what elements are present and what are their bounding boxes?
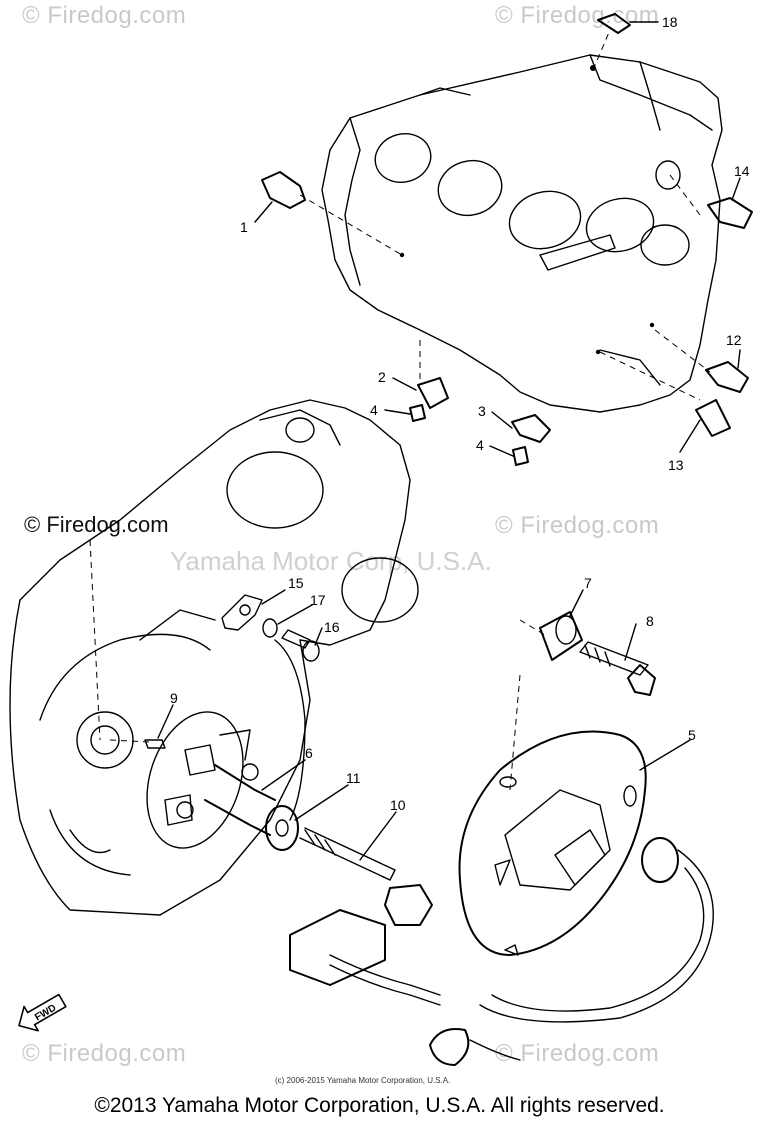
callout-numbers: 1 2 4 3 4 12 13 14 18 15 17 16 7 8 5 9 6…: [170, 14, 750, 813]
callout-7: 7: [584, 575, 592, 591]
callout-9: 9: [170, 690, 178, 706]
watermark: © Firedog.com: [495, 512, 660, 539]
alignment-lines: [89, 29, 711, 791]
callout-3: 3: [478, 403, 486, 419]
callout-1: 1: [240, 219, 248, 235]
callout-4b: 4: [476, 437, 484, 453]
fwd-label: FWD: [33, 1003, 58, 1024]
parts-diagram: 1 2 4 3 4 12 13 14 18 15 17 16 7 8 5 9 6…: [9, 13, 753, 1066]
callout-12: 12: [726, 332, 742, 348]
callout-2: 2: [378, 369, 386, 385]
crankcase-cover-outline: [9, 399, 419, 916]
collar-and-bolt: [539, 611, 656, 696]
callout-13: 13: [668, 457, 684, 473]
stator-plate: [289, 730, 714, 1066]
watermark: © Firedog.com: [495, 2, 660, 29]
callout-5: 5: [688, 727, 696, 743]
callout-15: 15: [288, 575, 304, 591]
governor-assembly: [144, 594, 433, 926]
callout-4a: 4: [370, 402, 378, 418]
callout-11: 11: [346, 770, 361, 786]
watermark: © Firedog.com: [22, 1040, 187, 1067]
callout-18: 18: [662, 14, 678, 30]
watermark: © Firedog.com: [495, 1040, 660, 1067]
fwd-arrow-icon: FWD: [18, 993, 67, 1032]
footer-copyright: ©2013 Yamaha Motor Corporation, U.S.A. A…: [94, 1094, 665, 1117]
callout-8: 8: [646, 613, 654, 629]
callout-10: 10: [390, 797, 406, 813]
callout-14: 14: [734, 163, 750, 179]
watermark: © Firedog.com: [24, 512, 169, 537]
callout-6: 6: [305, 745, 313, 761]
leader-lines: [157, 21, 741, 861]
callout-17: 17: [310, 592, 326, 608]
crankcase-outline: [321, 54, 723, 413]
callout-16: 16: [324, 619, 340, 635]
watermark: Yamaha Motor Corp, U.S.A.: [170, 546, 492, 576]
watermark: © Firedog.com: [22, 2, 187, 29]
small-copyright: (c) 2006-2015 Yamaha Motor Corporation, …: [275, 1076, 451, 1085]
wire-clamps: [261, 13, 753, 466]
